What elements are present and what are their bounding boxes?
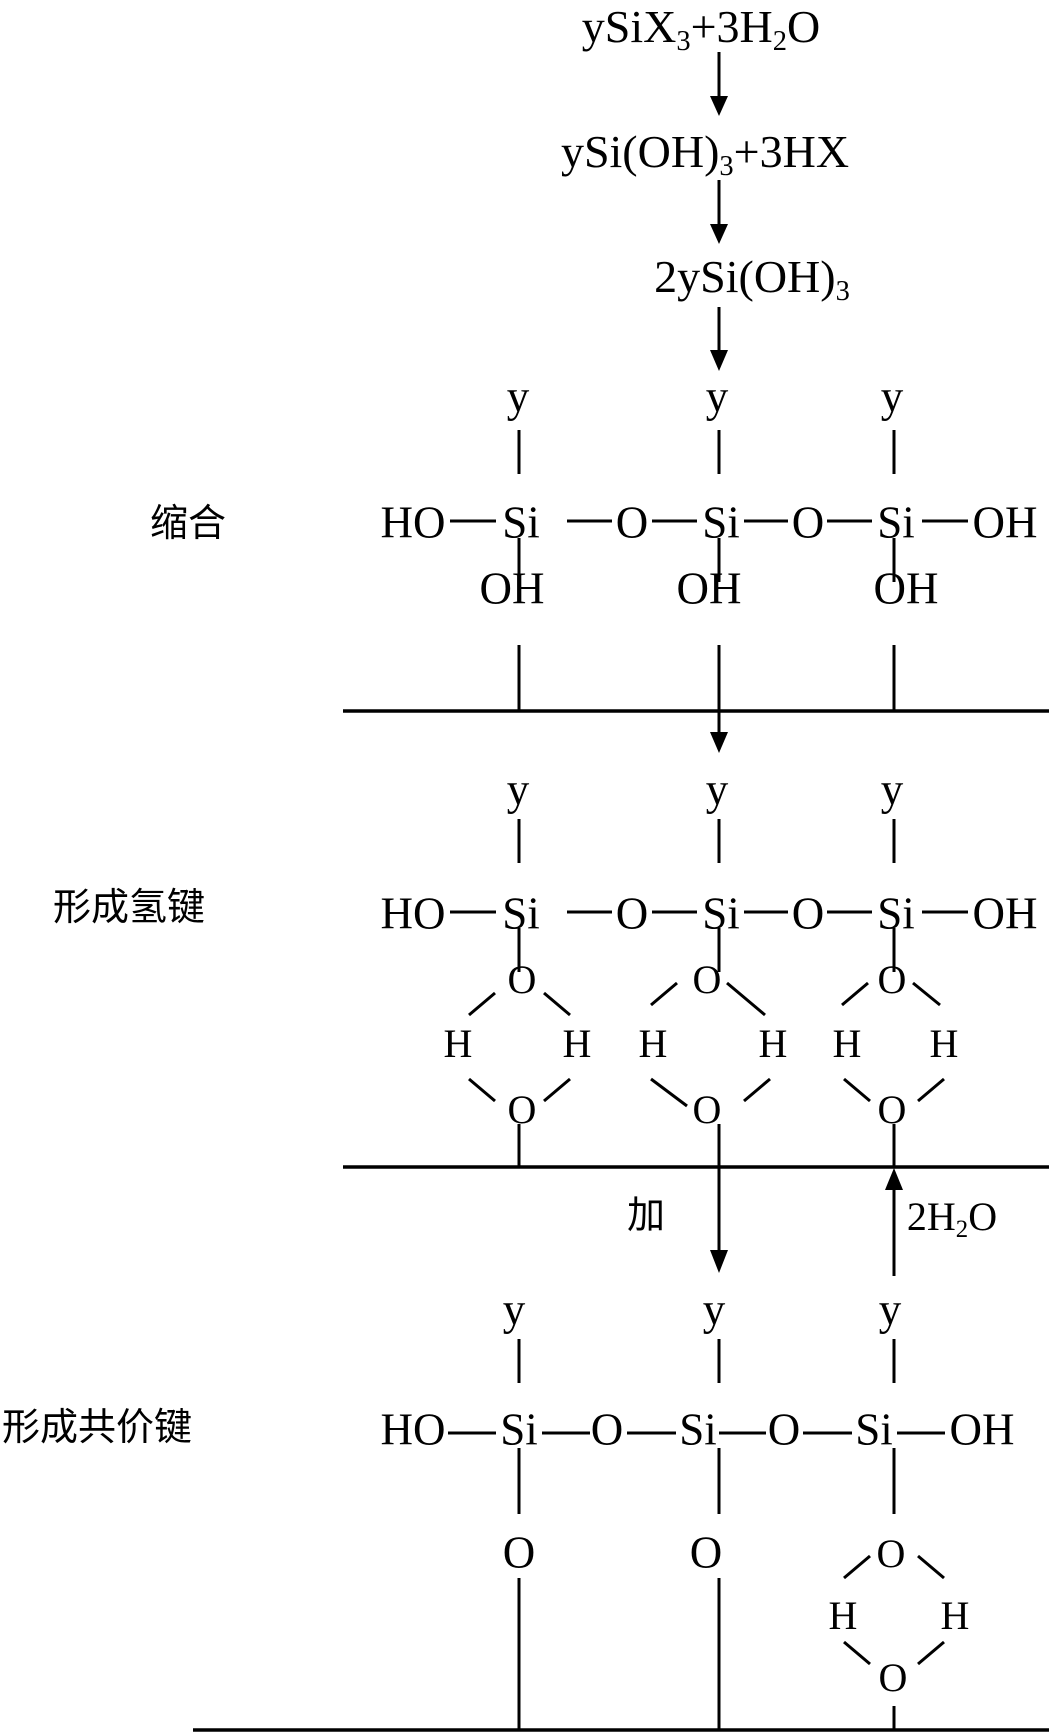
hydroxyl-group: OH xyxy=(479,563,545,614)
silanol-oxygen: O xyxy=(877,957,907,1002)
alkyl-group-y: y xyxy=(880,371,904,422)
alkyl-group-y: y xyxy=(702,1284,726,1335)
silicon-atom: Si xyxy=(855,1404,893,1455)
hydroxyl-group: OH xyxy=(949,1404,1015,1455)
silicon-atom: Si xyxy=(877,497,915,548)
alkyl-group-y: y xyxy=(502,1284,526,1335)
hydrogen-atom: H xyxy=(832,1021,862,1066)
hydrogen-atom: H xyxy=(828,1593,858,1638)
hydroxyl-group: HO xyxy=(380,1404,446,1455)
hydroxyl-group: OH xyxy=(972,888,1038,939)
alkyl-group-y: y xyxy=(705,371,729,422)
silicon-atom: Si xyxy=(877,888,915,939)
alkyl-group-y: y xyxy=(506,764,530,815)
oxygen-bridge: O xyxy=(615,497,649,548)
alkyl-group-y: y xyxy=(506,371,530,422)
hydrogen-atom: H xyxy=(758,1021,788,1066)
surface-oxygen: O xyxy=(507,1087,537,1132)
hydroxyl-group: OH xyxy=(972,497,1038,548)
silicon-atom: Si xyxy=(502,888,540,939)
stage-label-condensation: 缩合 xyxy=(150,501,227,545)
hydroxyl-group: OH xyxy=(873,563,939,614)
silicon-atom: Si xyxy=(500,1404,538,1455)
silicon-atom: Si xyxy=(502,497,540,548)
stage-label-covalent-bond: 形成共价键 xyxy=(2,1405,193,1449)
reaction-step-hydrolysis-reactants: ySiX3+3H2O xyxy=(581,1,821,57)
reaction-step-hydrolysis-products: ySi(OH)3+3HX xyxy=(560,126,850,182)
alkyl-group-y: y xyxy=(878,1284,902,1335)
silanol-oxygen: O xyxy=(692,957,722,1002)
oxygen-bridge: O xyxy=(615,888,649,939)
silicon-atom: Si xyxy=(702,888,740,939)
silicon-atom: Si xyxy=(702,497,740,548)
stage-label-hydrogen-bond: 形成氢键 xyxy=(53,885,206,929)
oxygen-bridge: O xyxy=(791,497,825,548)
hydrogen-atom: H xyxy=(929,1021,959,1066)
alkyl-group-y: y xyxy=(705,764,729,815)
surface-oxygen: O xyxy=(692,1087,722,1132)
hydrogen-atom: H xyxy=(940,1593,970,1638)
oxygen-bridge: O xyxy=(767,1404,801,1455)
hydroxyl-group: OH xyxy=(676,563,742,614)
reaction-step-silanol: 2ySi(OH)3 xyxy=(654,251,850,307)
heat-label: 加 xyxy=(627,1193,666,1237)
oxygen-bridge: O xyxy=(590,1404,624,1455)
hydroxyl-group: HO xyxy=(380,888,446,939)
hydroxyl-group: HO xyxy=(380,497,446,548)
hydrogen-atom: H xyxy=(638,1021,668,1066)
silicon-atom: Si xyxy=(679,1404,717,1455)
alkyl-group-y: y xyxy=(880,764,904,815)
oxygen-bridge: O xyxy=(791,888,825,939)
silanol-oxygen: O xyxy=(876,1531,906,1576)
surface-oxygen: O xyxy=(878,1655,908,1700)
water-release-label: 2H2O xyxy=(906,1194,998,1243)
silanol-oxygen: O xyxy=(507,957,537,1002)
siloxane-oxygen: O xyxy=(689,1527,723,1578)
hydrogen-atom: H xyxy=(562,1021,592,1066)
hydrogen-atom: H xyxy=(443,1021,473,1066)
siloxane-oxygen: O xyxy=(502,1527,536,1578)
surface-oxygen: O xyxy=(877,1087,907,1132)
